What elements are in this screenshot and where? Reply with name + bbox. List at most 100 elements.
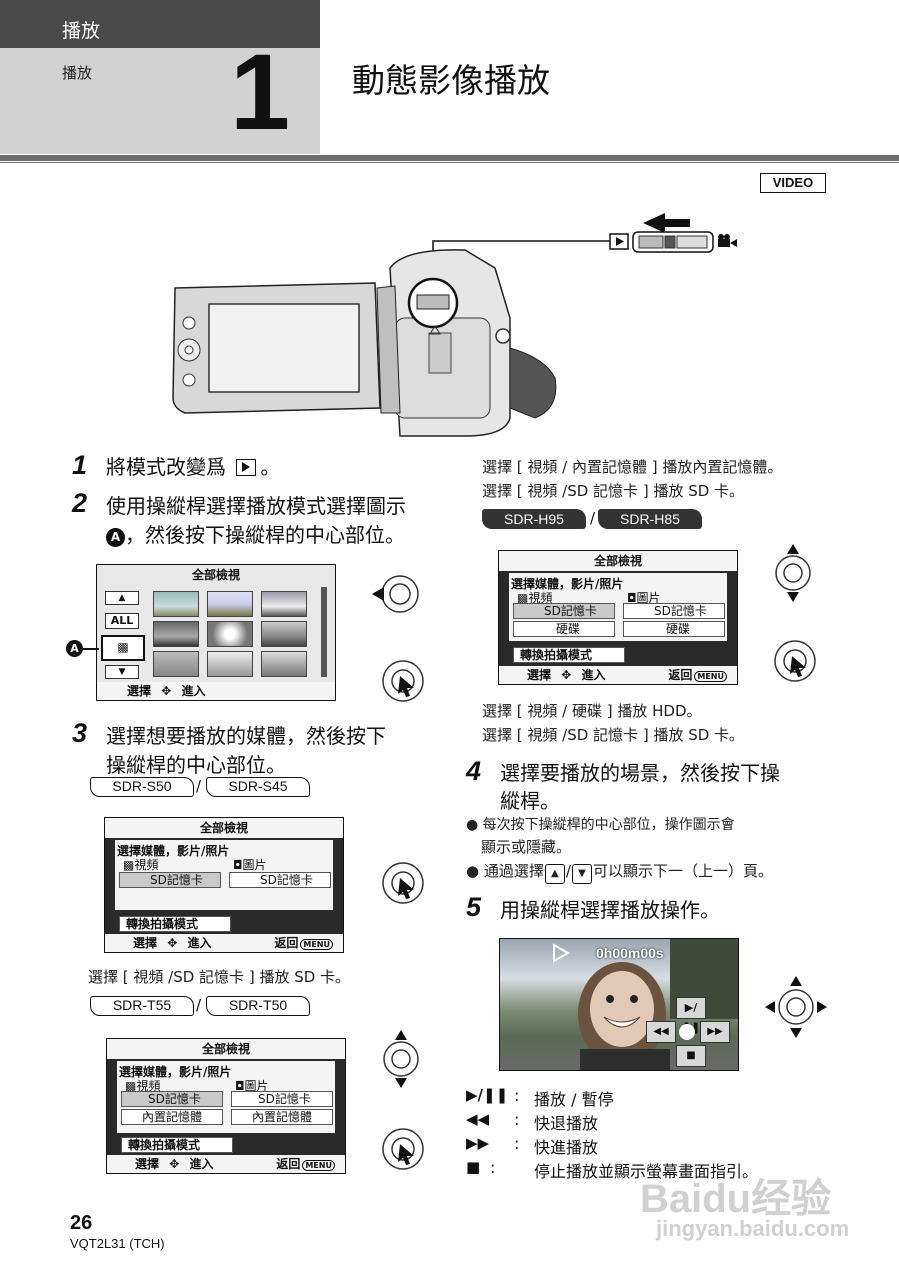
joystick-left-icon xyxy=(372,575,419,613)
thumbnail[interactable] xyxy=(261,591,307,617)
model-badge: SDR-H85 xyxy=(598,509,702,529)
slash: / xyxy=(196,996,202,1014)
play-pause-button[interactable]: ▶/❚❚ xyxy=(676,997,706,1034)
all-button[interactable]: ALL xyxy=(105,613,139,629)
bullet-1-line2: 顯示或隱藏。 xyxy=(481,838,572,856)
document-code: VQT2L31 (TCH) xyxy=(70,1236,165,1251)
menu-button-icon: MENU xyxy=(302,1160,335,1171)
media-select-screen: 全部檢視 選擇媒體，影片/照片 ▩視頻 ◘圖片 SD記憶卡 SD記憶卡 內置記憶… xyxy=(106,1038,346,1174)
option-photo-hdd[interactable]: 硬碟 xyxy=(623,621,725,637)
camcorder-illustration xyxy=(172,213,737,437)
video-heading: ▩視頻 xyxy=(125,1077,160,1094)
page-down-button[interactable]: ▼ xyxy=(105,665,139,679)
bullet-2-pre: 通過選擇 xyxy=(483,862,544,880)
switch-mode-button[interactable]: 轉換拍攝模式 xyxy=(119,916,231,932)
bullet-1-line1: 每次按下操縱桿的中心部位，操作圖示會 xyxy=(482,817,735,833)
bullet-dot: ● xyxy=(466,817,479,833)
page-down-icon: ▼ xyxy=(571,864,592,884)
option-video-hdd[interactable]: 硬碟 xyxy=(513,621,615,637)
menu-heading: 選擇媒體，影片/照片 xyxy=(511,577,624,591)
back-label: 返回 xyxy=(274,936,299,950)
option-video-sd[interactable]: SD記憶卡 xyxy=(121,1091,223,1107)
legend-row: ■ : 停止播放並顯示螢幕畫面指引。 xyxy=(466,1158,886,1182)
step-4-line1: 選擇要播放的場景，然後按下操 xyxy=(500,761,780,785)
play-state-icon xyxy=(553,943,571,963)
step-number: 5 xyxy=(466,892,482,922)
mode-select-icon[interactable]: ▩ xyxy=(101,635,145,661)
option-video-internal[interactable]: 內置記憶體 xyxy=(121,1109,223,1125)
step-number: 4 xyxy=(466,756,482,786)
option-photo-sd[interactable]: SD記憶卡 xyxy=(623,603,725,619)
note-sd-only: 選擇 [ 視頻 /SD 記憶卡 ] 播放 SD 卡。 xyxy=(88,968,351,986)
thumbnail[interactable] xyxy=(261,651,307,677)
thumbnail[interactable] xyxy=(261,621,307,647)
note-internal-1: 選擇 [ 視頻 / 內置記憶體 ] 播放內置記憶體。 xyxy=(482,458,783,476)
option-photo-sd[interactable]: SD記憶卡 xyxy=(231,1091,333,1107)
scrollbar[interactable] xyxy=(321,587,327,677)
video-camera-icon: ▩ xyxy=(123,858,135,872)
page-number: 26 xyxy=(70,1212,93,1234)
step-5-text: 用操縱桿選擇播放操作。 xyxy=(500,898,720,922)
legend: ▶/❚❚ : 播放 / 暫停 ◀◀ : 快退播放 ▶▶ : 快進播放 ■ : 停… xyxy=(466,1086,886,1182)
bullet-2-post: 可以顯示下一（上一）頁。 xyxy=(592,862,773,880)
screen-title: 全部檢視 xyxy=(107,1039,345,1059)
step-number: 2 xyxy=(72,488,88,518)
option-video-sd[interactable]: SD記憶卡 xyxy=(119,872,221,888)
menu-heading: 選擇媒體，影片/照片 xyxy=(117,844,230,858)
fast-forward-button[interactable]: ▶▶ xyxy=(700,1021,730,1043)
joystick-press-icon xyxy=(774,640,816,682)
section-label: 播放 xyxy=(62,20,101,42)
option-photo-sd[interactable]: SD記憶卡 xyxy=(229,872,331,888)
stop-button[interactable]: ■ xyxy=(676,1045,706,1067)
stop-icon: ■ xyxy=(466,1158,481,1176)
thumbnail[interactable] xyxy=(207,621,253,647)
legend-colon: : xyxy=(514,1110,520,1129)
video-camera-icon: ▩ xyxy=(125,1079,137,1093)
page-up-button[interactable]: ▲ xyxy=(105,591,139,605)
slash: / xyxy=(196,777,202,795)
media-menu: 選擇媒體，影片/照片 ▩視頻 ◘圖片 SD記憶卡 SD記憶卡 內置記憶體 內置記… xyxy=(117,1061,335,1133)
thumbnail[interactable] xyxy=(153,651,199,677)
camera-icon: ◘ xyxy=(627,591,637,605)
joystick-press-icon xyxy=(382,862,424,904)
switch-mode-button[interactable]: 轉換拍攝模式 xyxy=(121,1137,233,1153)
video-label: 視頻 xyxy=(136,1079,161,1093)
option-video-sd[interactable]: SD記憶卡 xyxy=(513,603,615,619)
footer-enter: 進入 xyxy=(187,936,212,950)
media-menu: 選擇媒體，影片/照片 ▩視頻 ◘圖片 SD記憶卡 SD記憶卡 xyxy=(115,840,333,910)
switch-mode-button[interactable]: 轉換拍攝模式 xyxy=(513,647,625,663)
note-internal-2: 選擇 [ 視頻 /SD 記憶卡 ] 播放 SD 卡。 xyxy=(482,482,745,500)
video-camera-icon: ▩ xyxy=(517,591,529,605)
legend-row: ◀◀ : 快退播放 xyxy=(466,1110,886,1134)
menu-button-icon: MENU xyxy=(694,671,727,682)
step-number: 1 xyxy=(72,450,88,480)
play-pause-icon: ▶/❚❚ xyxy=(466,1086,509,1104)
thumbnail[interactable] xyxy=(153,591,199,617)
photo-heading: ◘圖片 xyxy=(235,1077,269,1094)
video-camera-icon xyxy=(718,239,730,247)
thumbnail[interactable] xyxy=(207,591,253,617)
legend-text: 快退播放 xyxy=(534,1114,599,1133)
page-up-icon: ▲ xyxy=(544,864,565,884)
joystick-icon: ✥ xyxy=(169,1157,180,1171)
model-badge: SDR-T50 xyxy=(206,996,310,1016)
thumbnail[interactable] xyxy=(153,621,199,647)
chapter-number: 1 xyxy=(230,31,291,152)
step-number: 3 xyxy=(72,718,88,748)
watermark-logo: Baidu经验 xyxy=(640,1177,832,1221)
option-photo-internal[interactable]: 內置記憶體 xyxy=(231,1109,333,1125)
play-icon xyxy=(616,237,624,246)
step-3-line2: 操縱桿的中心部位。 xyxy=(106,753,286,777)
thumbnail[interactable] xyxy=(207,651,253,677)
video-heading: ▩視頻 xyxy=(123,856,158,873)
photo-label: 圖片 xyxy=(242,858,267,872)
slash: / xyxy=(590,509,596,527)
media-select-screen: 全部檢視 選擇媒體，影片/照片 ▩視頻 ◘圖片 SD記憶卡 SD記憶卡 硬碟 硬… xyxy=(498,550,738,685)
bullet-dot: ● xyxy=(466,862,480,880)
rewind-button[interactable]: ◀◀ xyxy=(646,1021,676,1043)
